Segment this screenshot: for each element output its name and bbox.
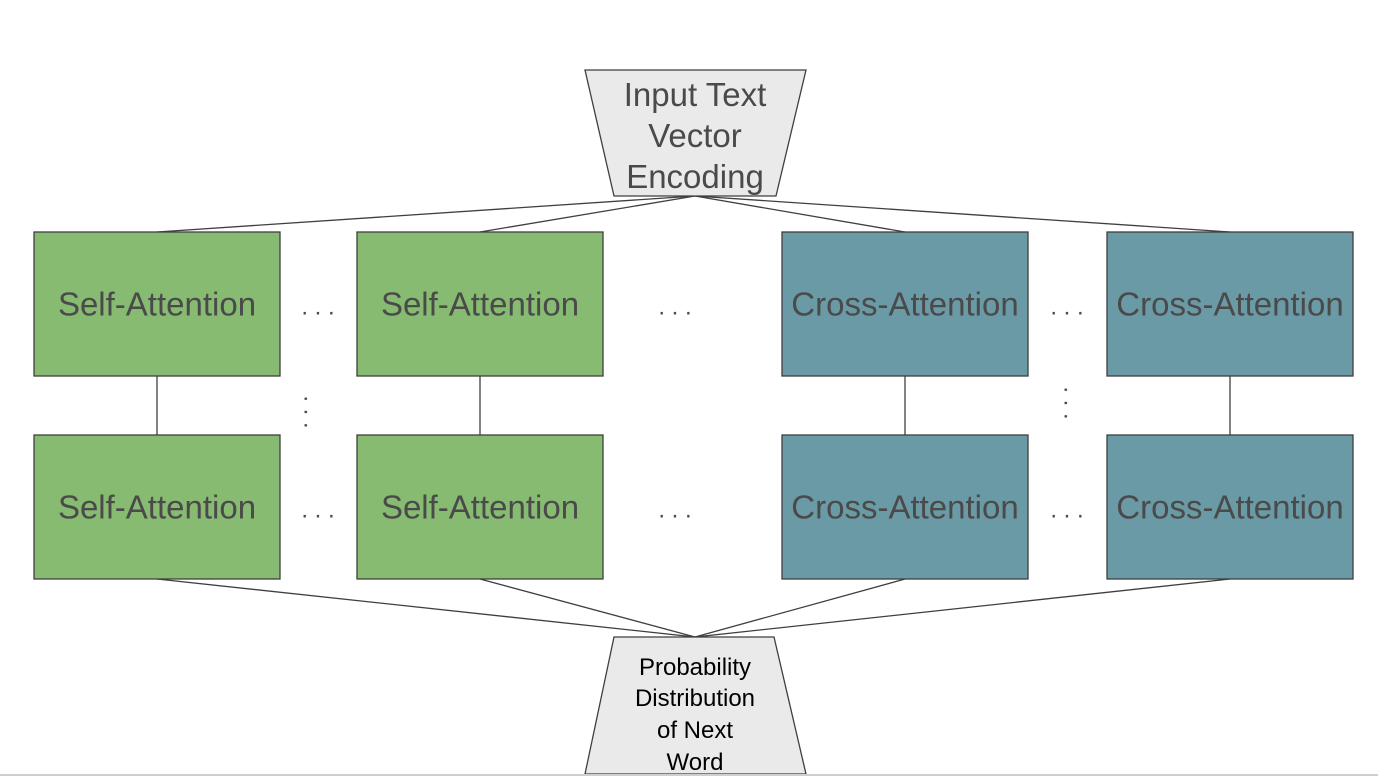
self-attention-block: Self-Attention	[33, 434, 281, 580]
block-rect	[1106, 434, 1354, 580]
output-label-line-3: of Next	[657, 717, 733, 744]
input-label-line-2: Vector	[648, 117, 742, 154]
output-connectors	[156, 578, 1231, 638]
block-rect	[1106, 231, 1354, 377]
block-rect	[781, 434, 1029, 580]
block-label: Self-Attention	[58, 286, 256, 323]
vertical-ellipses: . . . . . .	[299, 386, 1086, 428]
block-label: Cross-Attention	[791, 286, 1018, 323]
block-rect	[356, 434, 604, 580]
ellipsis-horizontal: . . .	[1050, 497, 1083, 524]
block-label: Self-Attention	[381, 286, 579, 323]
self-attention-block: Self-Attention	[33, 231, 281, 377]
connector-input-block-3	[694, 195, 906, 233]
block-label: Self-Attention	[58, 489, 256, 526]
output-distribution-node: Probability Distribution of Next Word	[584, 636, 807, 776]
output-label-line-4: Word	[667, 749, 724, 776]
row-2: Self-Attention Self-Attention Cross-Atte…	[33, 434, 1354, 580]
connector-input-block-2	[479, 195, 696, 233]
connector-input-block-4	[694, 195, 1231, 233]
cross-attention-block: Cross-Attention	[1106, 231, 1354, 377]
row-1: Self-Attention Self-Attention Cross-Atte…	[33, 231, 1354, 377]
connector-block-4-output	[694, 578, 1231, 638]
block-label: Cross-Attention	[1116, 286, 1343, 323]
block-rect	[33, 434, 281, 580]
input-label-line-1: Input Text	[624, 76, 767, 113]
block-label: Cross-Attention	[1116, 489, 1343, 526]
self-attention-block: Self-Attention	[356, 434, 604, 580]
ellipsis-vertical: . . .	[1059, 386, 1086, 419]
output-label-line-2: Distribution	[635, 685, 755, 712]
input-encoding-node: Input Text Vector Encoding	[584, 69, 807, 197]
output-label-line-1: Probability	[639, 654, 751, 681]
block-label: Self-Attention	[381, 489, 579, 526]
row-connectors	[156, 376, 1231, 435]
block-rect	[33, 231, 281, 377]
block-rect	[781, 231, 1029, 377]
ellipsis-horizontal: . . .	[658, 497, 691, 524]
ellipsis-horizontal: . . .	[1050, 294, 1083, 321]
block-rect	[356, 231, 604, 377]
self-attention-block: Self-Attention	[356, 231, 604, 377]
block-label: Cross-Attention	[791, 489, 1018, 526]
cross-attention-block: Cross-Attention	[781, 434, 1029, 580]
input-trapezoid	[584, 69, 807, 197]
input-connectors	[156, 195, 1231, 233]
ellipsis-horizontal: . . .	[658, 294, 691, 321]
connector-input-block-1	[156, 195, 696, 233]
connector-block-3-output	[694, 578, 906, 638]
ellipsis-horizontal: . . .	[301, 294, 334, 321]
ellipsis-horizontal: . . .	[301, 497, 334, 524]
connector-block-1-output	[156, 578, 696, 638]
cross-attention-block: Cross-Attention	[1106, 434, 1354, 580]
ellipsis-vertical: . . .	[299, 395, 326, 428]
connector-block-2-output	[479, 578, 696, 638]
cross-attention-block: Cross-Attention	[781, 231, 1029, 377]
input-label-line-3: Encoding	[626, 158, 764, 195]
horizontal-ellipses: . . . . . . . . . . . . . . . . . .	[301, 294, 1083, 524]
